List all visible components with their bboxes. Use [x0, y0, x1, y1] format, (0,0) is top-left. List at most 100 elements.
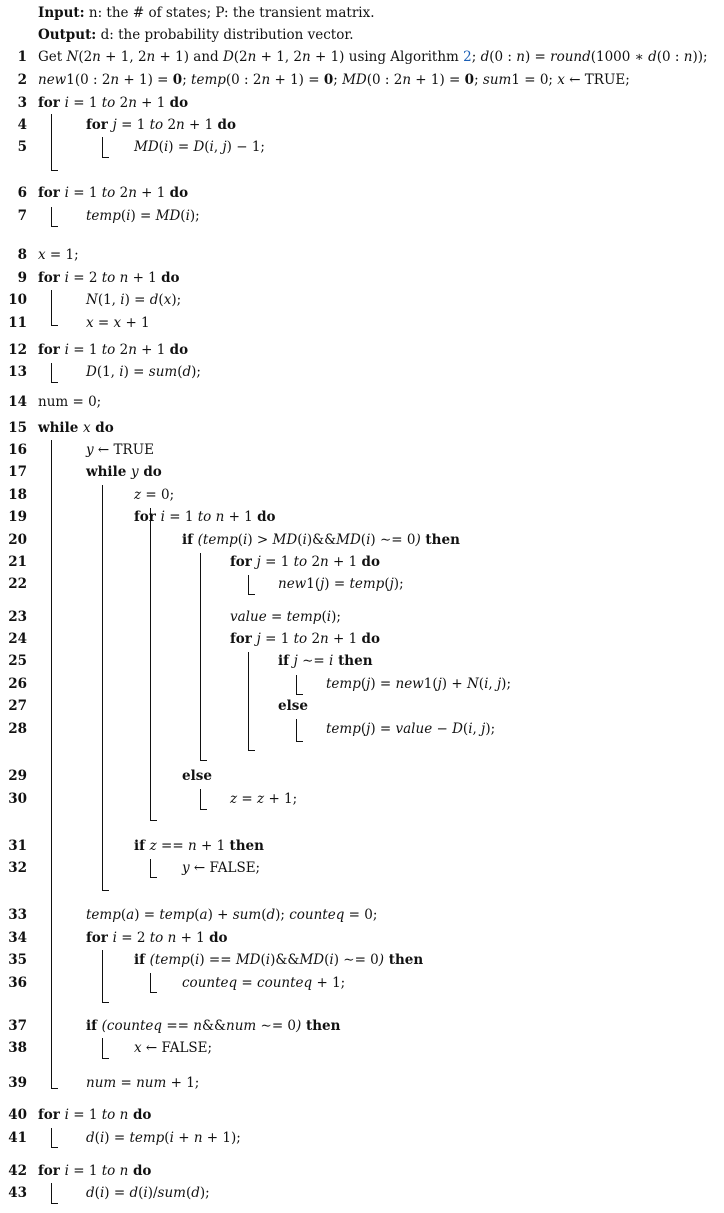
code-token: i: [265, 952, 271, 968]
line-number: 4: [17, 117, 27, 133]
code-token: 2: [307, 554, 321, 570]
line-code: x = 1;: [38, 245, 79, 265]
line-number: 15: [8, 420, 27, 436]
code-token: ) =: [370, 676, 396, 692]
block-bar: [200, 553, 201, 760]
code-token: d: [86, 1130, 95, 1146]
code-token: D: [452, 721, 463, 737]
code-token: Get: [38, 49, 67, 65]
code-token: = 0;: [344, 907, 378, 923]
code-token: i: [326, 609, 332, 625]
block-bar-foot: [51, 170, 58, 171]
code-token: d: [86, 1185, 95, 1201]
code-token: = 1: [164, 509, 198, 525]
code-token: n: [320, 554, 329, 570]
keyword: if: [86, 1018, 102, 1034]
code-token: + 1: [136, 185, 170, 201]
line-code: value = temp(i);: [230, 607, 341, 627]
line-code: y ← FALSE;: [182, 858, 260, 878]
code-token: );: [331, 609, 341, 625]
code-token: (: [321, 609, 327, 625]
code-token: (: [94, 1130, 100, 1146]
line-code: Get N(2n + 1, 2n + 1) and D(2n + 1, 2n +…: [38, 47, 708, 67]
keyword: 0: [464, 72, 475, 88]
block-bar-foot: [51, 1203, 58, 1204]
line-number: 5: [17, 139, 27, 155]
code-token: + 1) =: [270, 72, 324, 88]
code-token: a: [199, 907, 208, 923]
code-token: j: [366, 721, 371, 737]
code-token: ) =: [168, 139, 194, 155]
code-token: (: [360, 721, 367, 737]
code-token: 2: [307, 631, 321, 647]
keyword: for: [86, 930, 113, 946]
line-code: if (temp(i) > MD(i)&&MD(i) ∼= 0) then: [182, 530, 460, 550]
keyword: do: [257, 509, 276, 525]
code-token: new: [395, 676, 424, 692]
code-token: n: [146, 49, 156, 65]
block-bar-foot: [200, 809, 207, 810]
keyword: if: [134, 952, 150, 968]
keyword: for: [230, 631, 257, 647]
code-token: = 1: [68, 95, 102, 111]
code-token: d: [129, 1185, 139, 1201]
line-number: 31: [8, 838, 27, 854]
code-token: N: [86, 292, 98, 308]
line-code: temp(i) = MD(i);: [86, 206, 200, 226]
code-token: temp: [129, 1130, 165, 1146]
code-token: y: [130, 464, 139, 480]
line-code: y ← TRUE: [86, 440, 154, 460]
code-token: to n: [101, 270, 129, 286]
code-token: MD: [134, 139, 159, 155]
keyword: do: [128, 1107, 152, 1123]
keyword: 0: [172, 72, 183, 88]
keyword: for: [38, 95, 65, 111]
code-token: ) =: [324, 576, 350, 592]
code-token: (: [177, 364, 183, 380]
line-code: num = 0;: [38, 392, 101, 412]
line-code: for i = 2 to n + 1 do: [86, 928, 228, 948]
code-token: temp: [159, 907, 195, 923]
algorithm-reference-link[interactable]: 2: [463, 49, 472, 65]
code-token: x: [163, 292, 172, 308]
code-token: n: [193, 1018, 202, 1034]
block-bar: [51, 1183, 52, 1203]
code-token: = 1: [68, 1107, 102, 1123]
code-token: + 1, 2: [100, 49, 147, 65]
code-token: x: [134, 1040, 142, 1056]
code-token: n: [402, 72, 412, 88]
code-token: + 1;: [264, 791, 298, 807]
line-number: 26: [8, 676, 27, 692]
code-token: i: [366, 532, 371, 548]
line-number: 18: [8, 487, 27, 503]
code-token: (: [384, 576, 390, 592]
code-token: i: [112, 930, 117, 946]
code-token: j: [112, 117, 117, 133]
code-token: d: [191, 1185, 200, 1201]
code-token: to n: [197, 509, 225, 525]
code-token: ==: [156, 838, 188, 854]
line-number: 21: [8, 554, 27, 570]
code-token: (counteq: [101, 1018, 163, 1034]
keyword: for: [38, 185, 65, 201]
code-token: + 1: [328, 631, 362, 647]
line-number: 33: [8, 907, 27, 923]
code-token: (0 : 2: [366, 72, 403, 88]
code-token: z: [149, 838, 157, 854]
code-token: to: [101, 185, 116, 201]
code-token: (: [324, 952, 330, 968]
block-bar: [200, 789, 201, 809]
code-token: = 1: [68, 185, 102, 201]
code-token: counteq: [289, 907, 345, 923]
line-number: 10: [8, 292, 27, 308]
